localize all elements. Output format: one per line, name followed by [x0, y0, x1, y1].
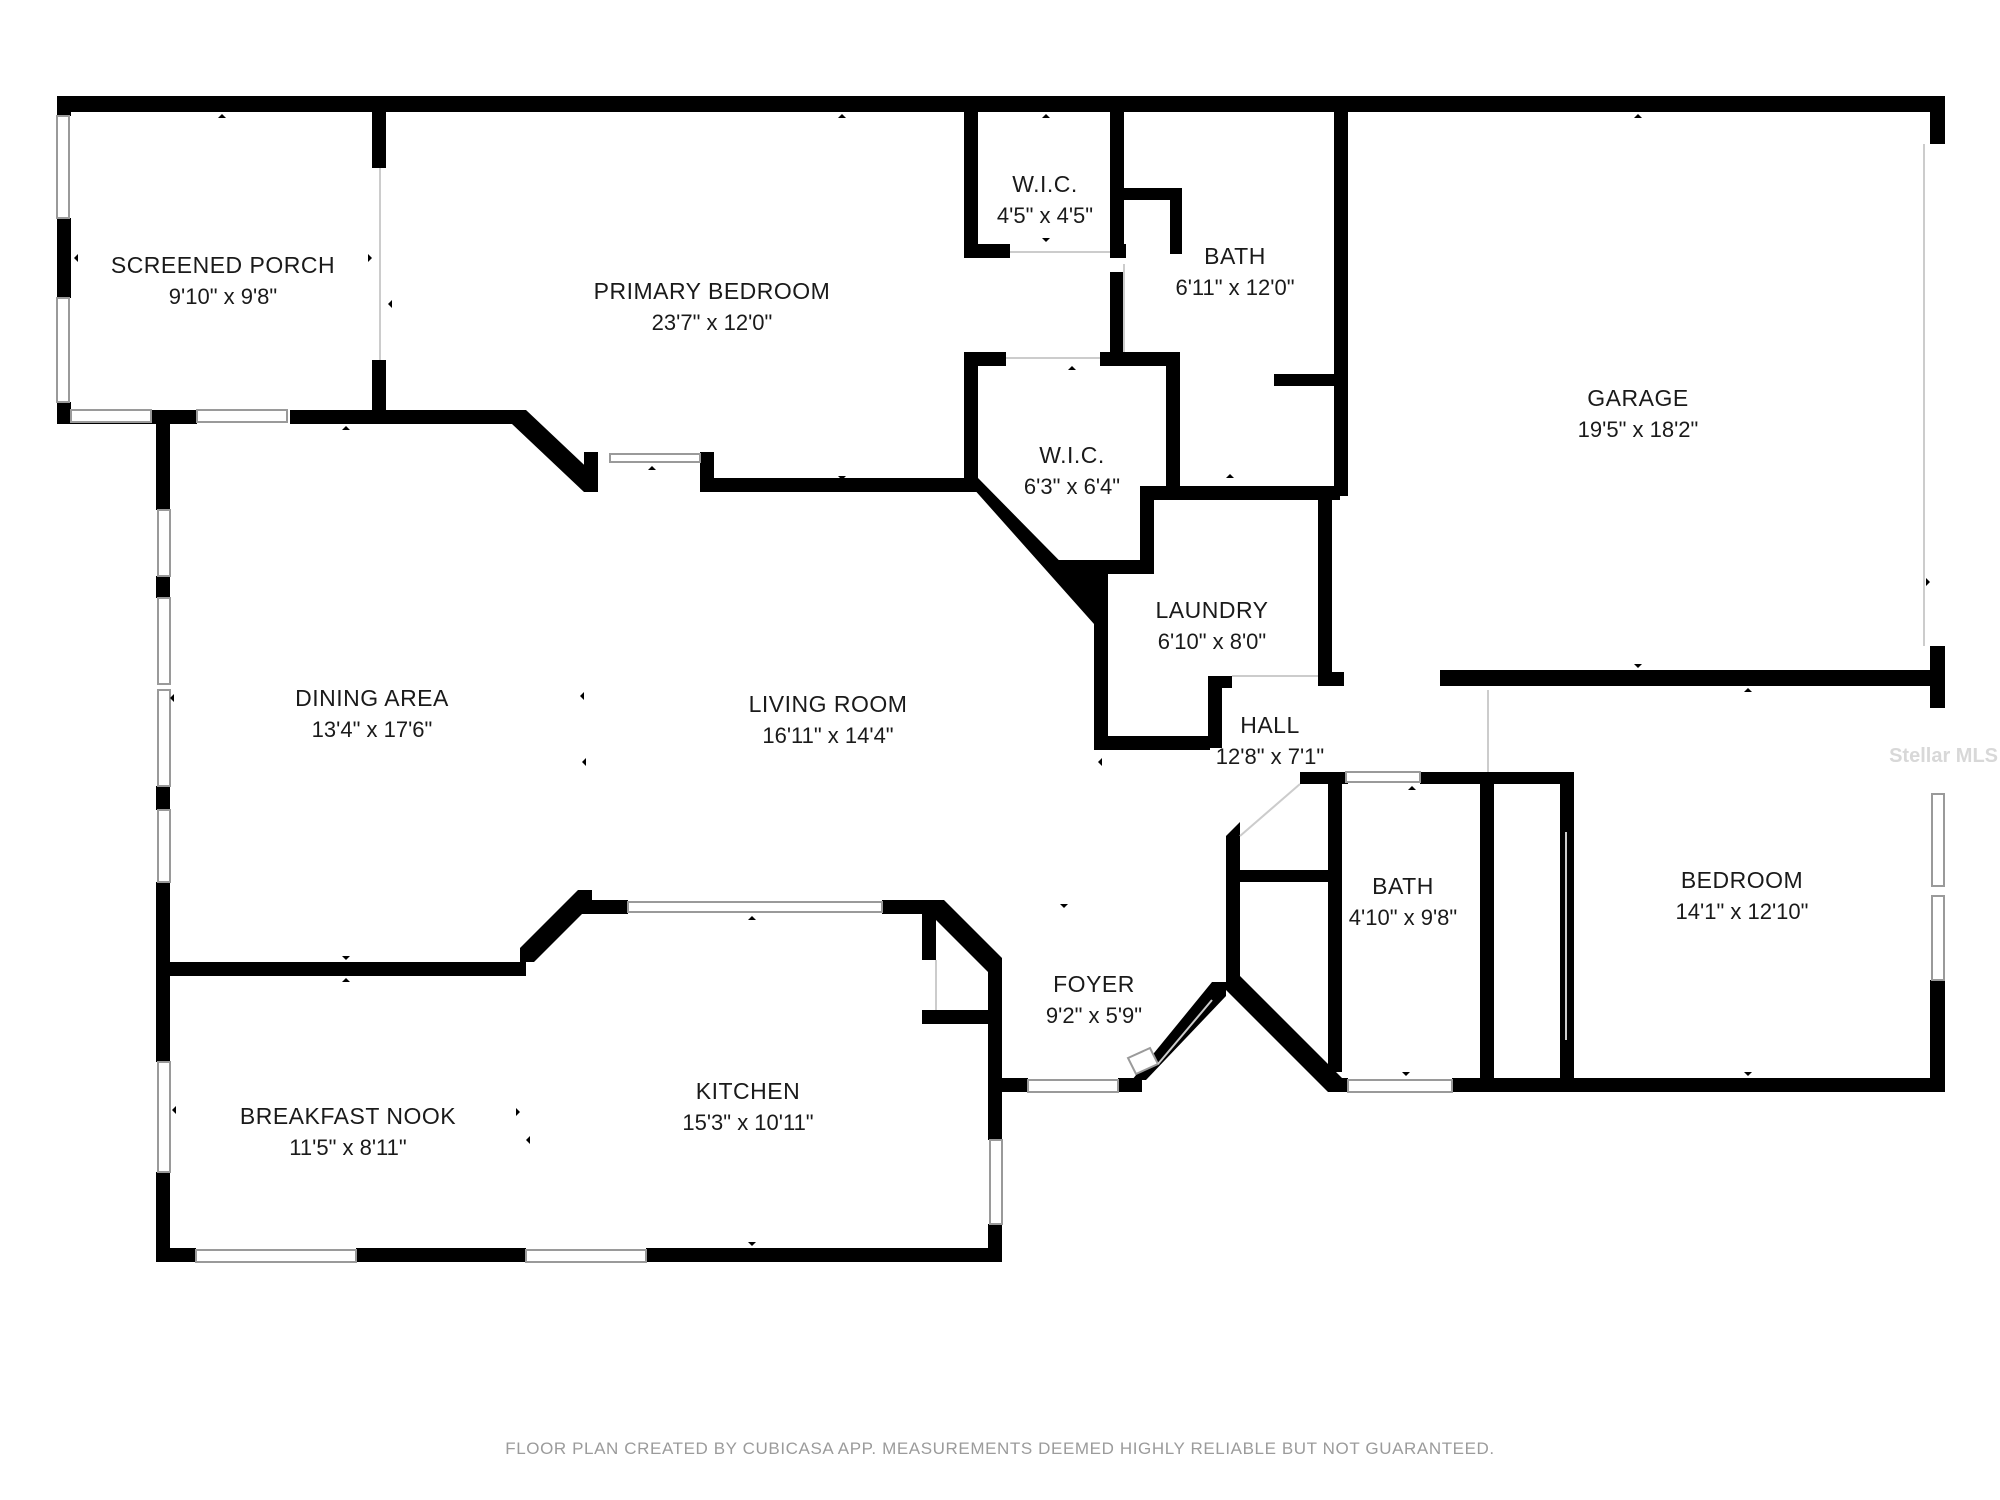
openings — [379, 144, 1925, 1065]
room-dimensions: 6'11" x 12'0" — [1175, 275, 1294, 300]
room-name: DINING AREA — [295, 685, 449, 711]
room-name: W.I.C. — [1039, 442, 1105, 468]
room-name: HALL — [1240, 712, 1300, 738]
room-label-wic-large: W.I.C. 6'3" x 6'4" — [1024, 442, 1120, 499]
room-label-breakfast-nook: BREAKFAST NOOK 11'5" x 8'11" — [240, 1103, 456, 1160]
room-name: BATH — [1372, 873, 1434, 899]
room-name: BEDROOM — [1681, 867, 1803, 893]
room-label-screened-porch: SCREENED PORCH 9'10" x 9'8" — [111, 252, 335, 309]
room-label-foyer: FOYER 9'2" x 5'9" — [1046, 971, 1142, 1028]
room-label-kitchen: KITCHEN 15'3" x 10'11" — [682, 1078, 813, 1135]
room-dimensions: 19'5" x 18'2" — [1578, 417, 1699, 442]
room-name: GARAGE — [1587, 385, 1688, 411]
room-dimensions: 13'4" x 17'6" — [312, 717, 433, 742]
room-dimensions: 9'10" x 9'8" — [169, 284, 277, 309]
room-dimensions: 9'2" x 5'9" — [1046, 1003, 1142, 1028]
room-name: BREAKFAST NOOK — [240, 1103, 456, 1129]
room-label-hall: HALL 12'8" x 7'1" — [1216, 712, 1324, 769]
room-label-primary-bedroom: PRIMARY BEDROOM 23'7" x 12'0" — [594, 278, 831, 335]
room-label-garage: GARAGE 19'5" x 18'2" — [1578, 385, 1699, 442]
room-dimensions: 14'1" x 12'10" — [1676, 899, 1809, 924]
room-label-dining-area: DINING AREA 13'4" x 17'6" — [295, 685, 449, 742]
room-name: SCREENED PORCH — [111, 252, 335, 278]
room-name: FOYER — [1053, 971, 1135, 997]
room-label-bath-second: BATH 4'10" x 9'8" — [1349, 873, 1457, 930]
room-name: KITCHEN — [696, 1078, 800, 1104]
dimension-markers — [74, 114, 1930, 1246]
room-label-bath-primary: BATH 6'11" x 12'0" — [1175, 243, 1294, 300]
room-name: LIVING ROOM — [749, 691, 908, 717]
room-label-living-room: LIVING ROOM 16'11" x 14'4" — [749, 691, 908, 748]
room-dimensions: 16'11" x 14'4" — [762, 723, 893, 748]
room-dimensions: 4'5" x 4'5" — [997, 203, 1093, 228]
watermark-text: Stellar MLS — [1889, 745, 1998, 767]
room-name: PRIMARY BEDROOM — [594, 278, 831, 304]
room-dimensions: 11'5" x 8'11" — [289, 1135, 406, 1160]
room-name: LAUNDRY — [1156, 597, 1269, 623]
room-dimensions: 6'3" x 6'4" — [1024, 474, 1120, 499]
walls — [57, 96, 1945, 1262]
room-dimensions: 4'10" x 9'8" — [1349, 905, 1457, 930]
room-dimensions: 6'10" x 8'0" — [1158, 629, 1266, 654]
room-dimensions: 15'3" x 10'11" — [682, 1110, 813, 1135]
room-name: BATH — [1204, 243, 1266, 269]
room-label-wic-small: W.I.C. 4'5" x 4'5" — [997, 171, 1093, 228]
room-name: W.I.C. — [1012, 171, 1078, 197]
room-label-laundry: LAUNDRY 6'10" x 8'0" — [1156, 597, 1269, 654]
footer-disclaimer: FLOOR PLAN CREATED BY CUBICASA APP. MEAS… — [505, 1439, 1495, 1458]
room-dimensions: 12'8" x 7'1" — [1216, 744, 1324, 769]
room-label-bedroom: BEDROOM 14'1" x 12'10" — [1676, 867, 1809, 924]
room-dimensions: 23'7" x 12'0" — [652, 310, 773, 335]
windows — [56, 115, 1945, 1263]
